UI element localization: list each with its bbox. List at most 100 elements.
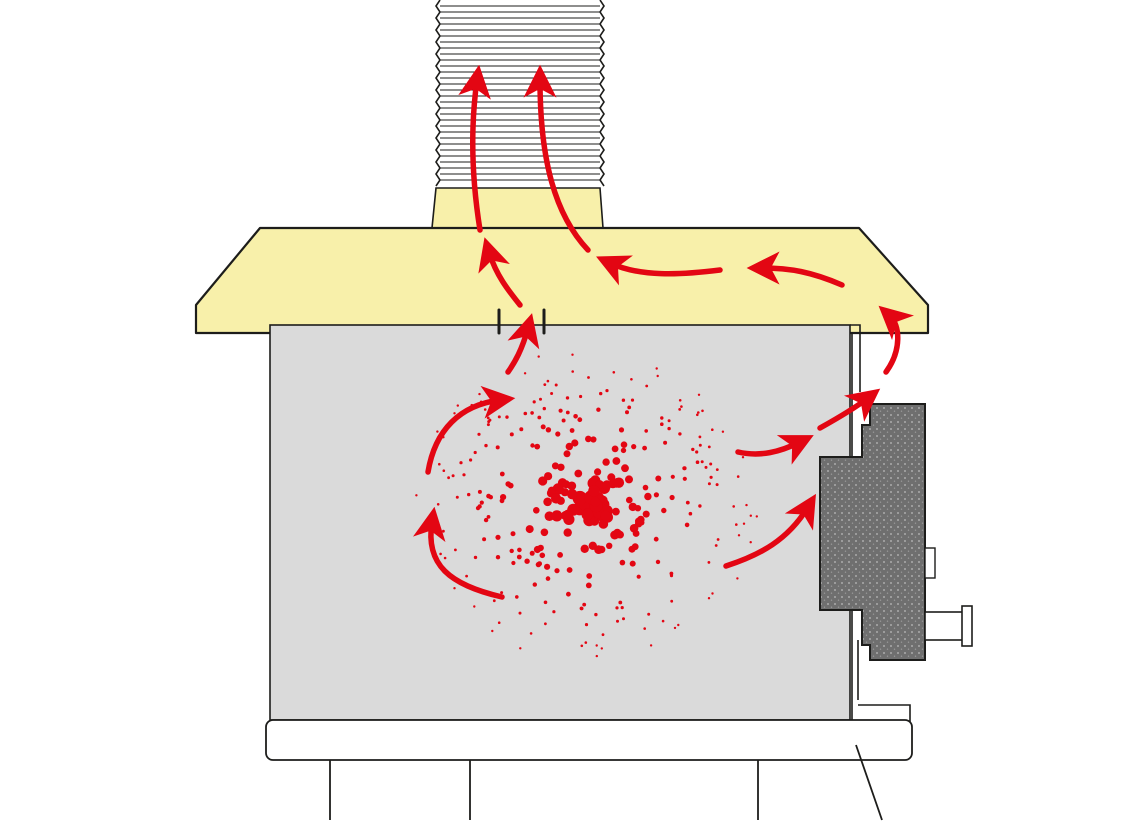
particle-dot-icon <box>525 525 534 534</box>
particle-dot-icon <box>669 571 674 576</box>
particle-dot-icon <box>707 445 711 449</box>
particle-dot-icon <box>707 561 711 564</box>
particle-dot-icon <box>540 424 546 430</box>
particle-dot-icon <box>667 426 671 431</box>
particle-dot-icon <box>584 641 588 644</box>
particle-dot-icon <box>653 492 660 498</box>
particle-cloud <box>415 353 758 658</box>
particle-dot-icon <box>539 552 546 559</box>
particle-dot-icon <box>590 497 601 507</box>
particle-dot-icon <box>582 602 587 607</box>
particle-dot-icon <box>484 443 488 448</box>
particle-dot-icon <box>497 621 501 624</box>
particle-dot-icon <box>573 414 578 419</box>
particle-dot-icon <box>602 458 610 466</box>
particle-dot-icon <box>529 550 535 556</box>
particle-dot-icon <box>707 597 711 600</box>
particle-dot-icon <box>571 353 574 356</box>
particle-dot-icon <box>551 510 563 522</box>
particle-dot-icon <box>631 543 639 551</box>
particle-dot-icon <box>537 355 540 358</box>
particle-dot-icon <box>517 547 522 553</box>
particle-dot-icon <box>436 430 439 433</box>
particle-dot-icon <box>611 445 619 453</box>
particle-dot-icon <box>670 599 674 603</box>
particle-dot-icon <box>715 483 719 487</box>
particle-dot-icon <box>455 495 459 499</box>
particle-dot-icon <box>615 606 619 610</box>
particle-dot-icon <box>599 391 603 396</box>
exhaust-duct <box>431 0 605 229</box>
particle-dot-icon <box>680 405 683 408</box>
particle-dot-icon <box>636 574 641 579</box>
particle-dot-icon <box>619 559 626 566</box>
particle-dot-icon <box>660 422 664 427</box>
particle-dot-icon <box>585 582 592 589</box>
particle-dot-icon <box>438 462 441 466</box>
particle-dot-icon <box>442 469 446 473</box>
particle-dot-icon <box>459 461 463 465</box>
particle-dot-icon <box>544 563 551 570</box>
particle-dot-icon <box>621 464 629 473</box>
particle-dot-icon <box>516 554 522 560</box>
particle-dot-icon <box>477 489 482 494</box>
particle-dot-icon <box>602 480 612 490</box>
particle-dot-icon <box>574 469 583 478</box>
particle-dot-icon <box>688 511 693 516</box>
particle-dot-icon <box>620 447 627 454</box>
particle-dot-icon <box>469 458 473 462</box>
particle-dot-icon <box>716 538 720 541</box>
particle-dot-icon <box>618 427 625 433</box>
particle-dot-icon <box>436 503 440 506</box>
particle-dot-icon <box>655 559 661 565</box>
particle-dot-icon <box>660 416 664 420</box>
particle-dot-icon <box>642 484 649 491</box>
particle-dot-icon <box>601 633 605 637</box>
particle-dot-icon <box>622 617 625 621</box>
particle-dot-icon <box>656 374 659 378</box>
particle-dot-icon <box>519 427 524 432</box>
particle-dot-icon <box>562 509 573 520</box>
particle-dot-icon <box>621 398 626 402</box>
particle-dot-icon <box>473 450 477 455</box>
particle-dot-icon <box>649 644 653 647</box>
particle-dot-icon <box>439 552 442 556</box>
particle-dot-icon <box>630 378 633 381</box>
particle-dot-icon <box>530 411 534 415</box>
particle-dot-icon <box>565 396 570 400</box>
curved-arrow-icon <box>478 237 523 308</box>
particle-dot-icon <box>600 647 603 650</box>
particle-dot-icon <box>563 528 572 537</box>
particle-dot-icon <box>551 493 562 504</box>
particle-dot-icon <box>709 462 713 466</box>
particle-dot-icon <box>530 443 535 448</box>
particle-dot-icon <box>456 404 459 407</box>
particle-dot-icon <box>670 474 675 479</box>
particle-dot-icon <box>612 457 621 465</box>
particle-dot-icon <box>540 528 549 537</box>
curved-arrow-icon <box>878 305 915 375</box>
particle-dot-icon <box>629 560 636 567</box>
particle-dot-icon <box>697 411 700 414</box>
particle-dot-icon <box>554 568 560 574</box>
particle-dot-icon <box>696 413 699 417</box>
particle-dot-icon <box>442 529 445 533</box>
particle-dot-icon <box>663 440 668 445</box>
particle-dot-icon <box>462 473 466 477</box>
particle-dot-icon <box>488 418 492 422</box>
curved-arrow-icon <box>735 435 814 465</box>
particle-dot-icon <box>532 400 536 404</box>
particle-dot-icon <box>585 435 592 443</box>
particle-dot-icon <box>545 427 552 433</box>
particle-dot-icon <box>491 629 494 633</box>
particle-dot-icon <box>644 492 652 501</box>
duct-right-wall <box>599 0 605 187</box>
particle-dot-icon <box>661 619 665 623</box>
airflow-arrows <box>412 64 915 600</box>
particle-dot-icon <box>736 475 740 478</box>
particle-dot-icon <box>486 515 491 519</box>
particle-dot-icon <box>595 654 598 658</box>
particle-dot-icon <box>543 497 552 507</box>
legs <box>329 744 883 821</box>
particle-dot-icon <box>714 544 718 547</box>
